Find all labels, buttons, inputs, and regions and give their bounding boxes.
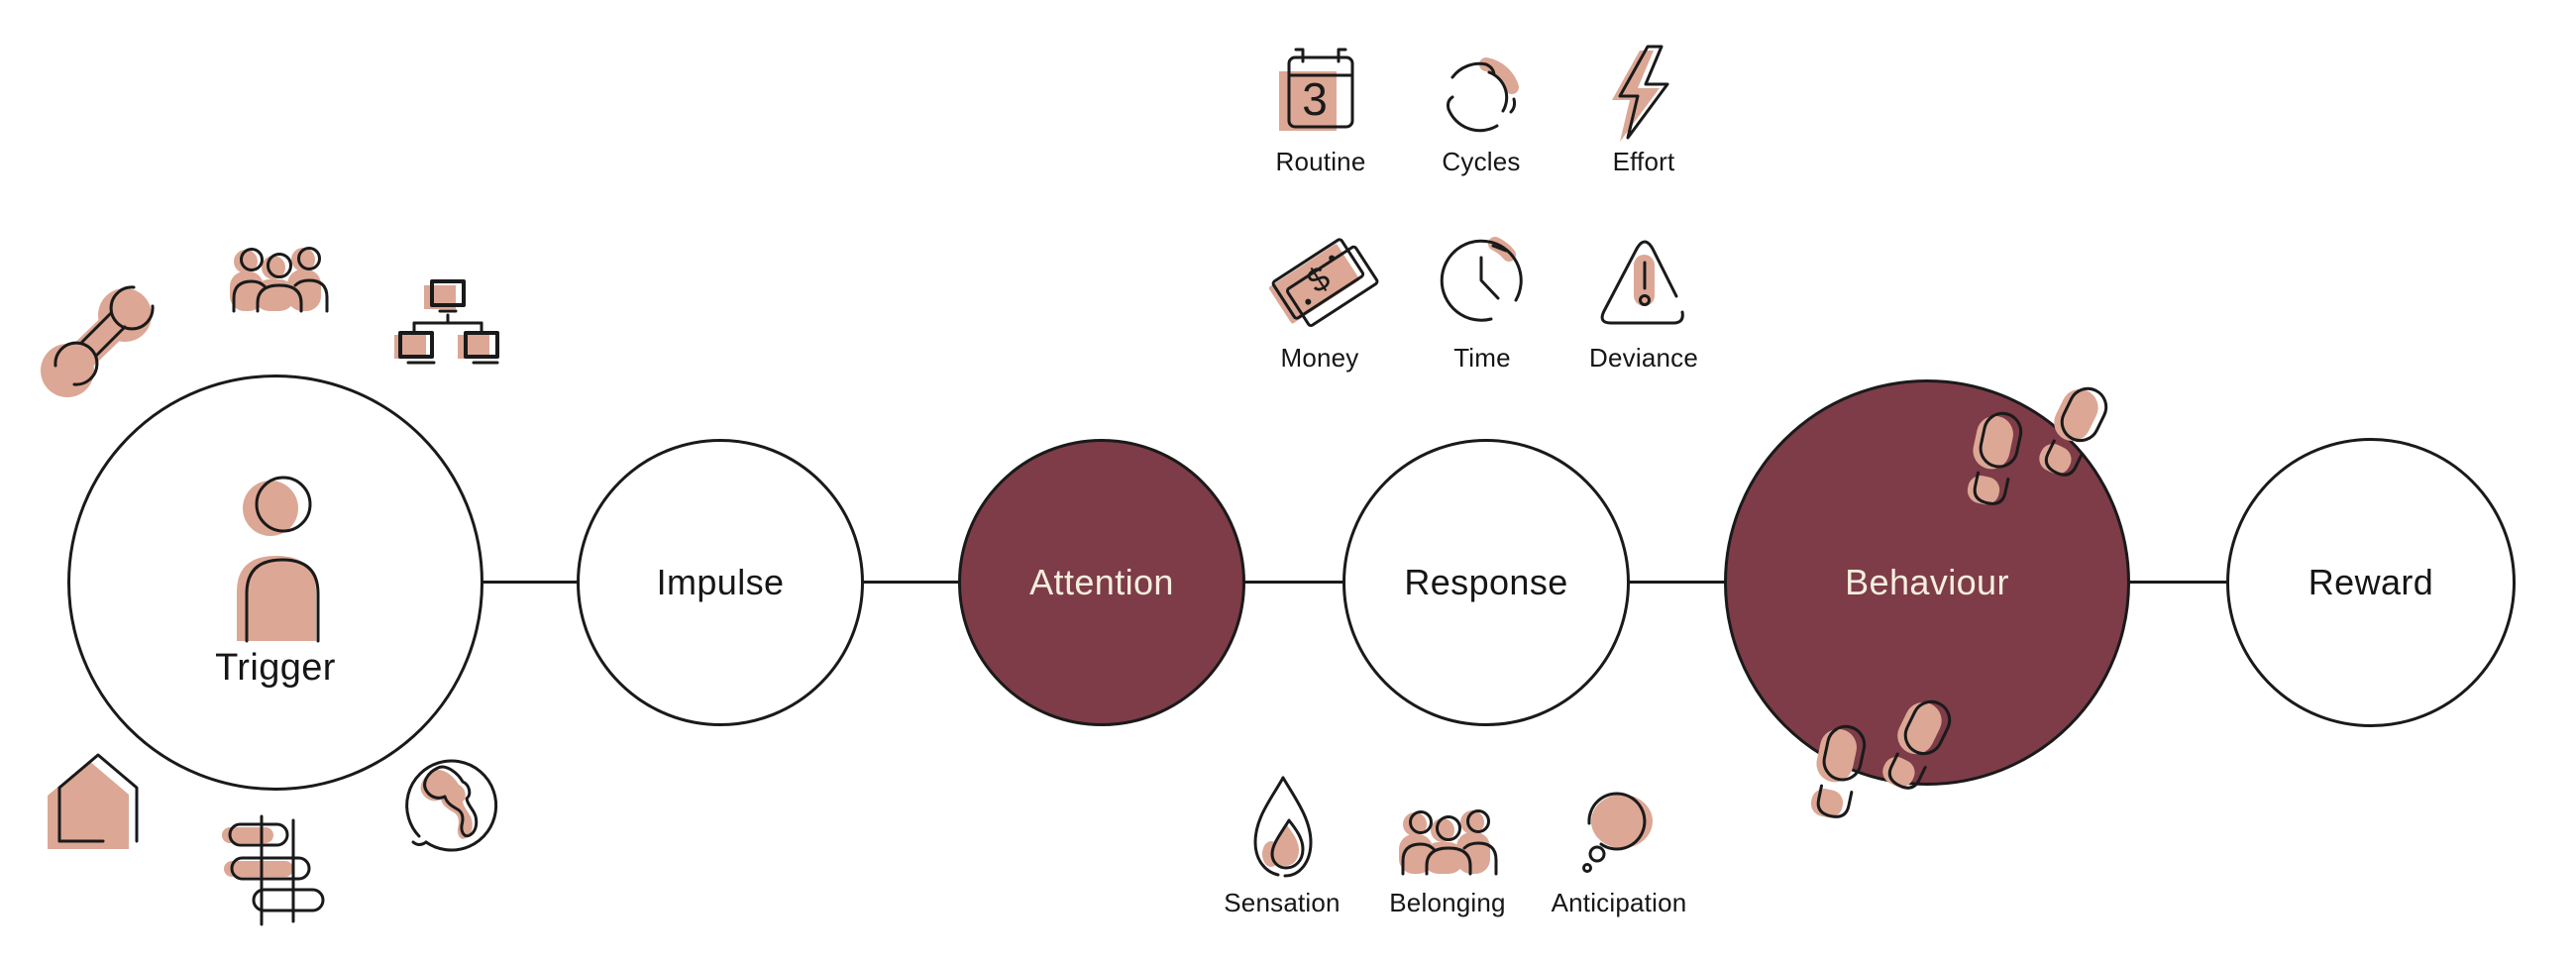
- stage-circle-impulse: Impulse: [577, 439, 864, 726]
- lightning-icon: [1612, 45, 1669, 142]
- stage-circle-reward: Reward: [2226, 438, 2516, 727]
- stage-circle-response: Response: [1342, 439, 1630, 726]
- icon-caption-sensation: Sensation: [1224, 888, 1341, 917]
- stage-label-behaviour: Behaviour: [1845, 562, 2009, 602]
- thought-bubble-icon: [1582, 792, 1653, 873]
- icon-caption-time: Time: [1453, 343, 1511, 373]
- flame-icon: [1253, 776, 1313, 878]
- signpost-icon: [222, 814, 325, 926]
- cycles-icon: [1447, 57, 1519, 133]
- clock-icon: [1440, 237, 1523, 322]
- globe-icon: [405, 759, 498, 852]
- stage-label-trigger: Trigger: [215, 647, 336, 689]
- footprints-icon: [1810, 699, 1952, 818]
- icon-caption-anticipation: Anticipation: [1551, 888, 1687, 917]
- calendar-icon: 3: [1279, 48, 1354, 131]
- money-icon: $: [1268, 238, 1379, 327]
- calendar-day-number: 3: [1302, 73, 1328, 125]
- house-icon: [48, 753, 139, 849]
- stage-circle-trigger: Trigger: [67, 375, 483, 791]
- people-group-icon: [230, 247, 329, 313]
- wrench-icon: [41, 285, 155, 397]
- flow-connector-line: [275, 581, 2371, 584]
- person-icon: [237, 476, 320, 643]
- people-group-icon: [1399, 809, 1498, 876]
- network-icon: [394, 279, 499, 365]
- stage-circle-attention: Attention: [958, 439, 1245, 726]
- stage-label-attention: Attention: [1029, 562, 1174, 602]
- warning-triangle-icon: [1600, 240, 1684, 325]
- icon-caption-cycles: Cycles: [1442, 147, 1521, 176]
- icon-caption-belonging: Belonging: [1389, 888, 1506, 917]
- icon-caption-money: Money: [1280, 343, 1359, 373]
- stage-label-reward: Reward: [2308, 562, 2434, 602]
- stage-label-impulse: Impulse: [656, 562, 785, 602]
- stage-label-response: Response: [1404, 562, 1568, 602]
- icon-caption-deviance: Deviance: [1589, 343, 1698, 373]
- icon-caption-routine: Routine: [1275, 147, 1366, 176]
- footprints-icon: [1967, 386, 2108, 505]
- icon-caption-effort: Effort: [1612, 147, 1675, 176]
